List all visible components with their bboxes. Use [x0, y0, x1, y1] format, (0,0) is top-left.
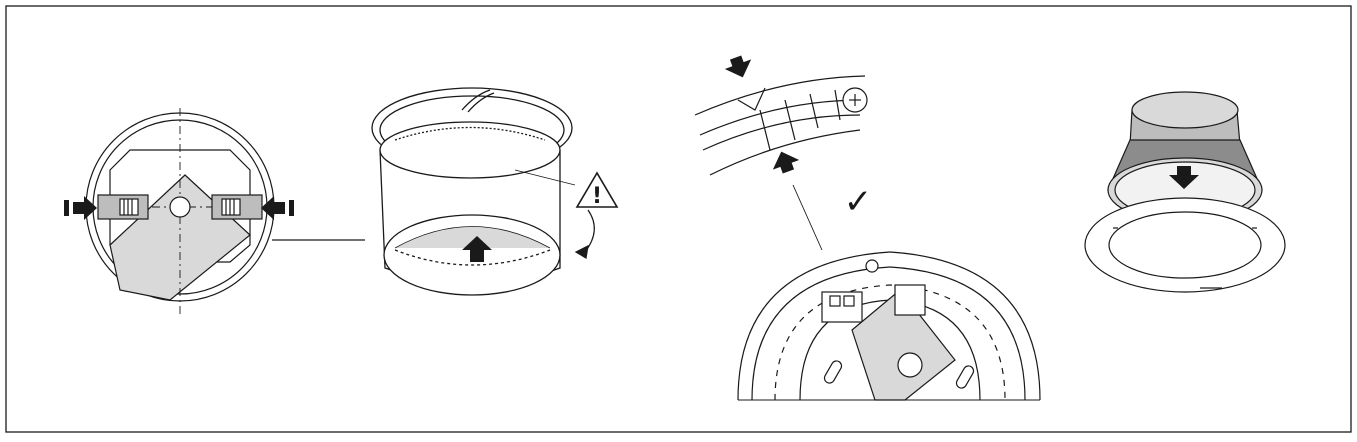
panel-step-2 [371, 87, 576, 296]
bar-left-icon [64, 200, 69, 216]
fitted-center-hole [897, 352, 923, 378]
arrow-up-icon [462, 236, 492, 262]
notch [737, 87, 766, 111]
rotation-arrow-icon [574, 209, 595, 259]
bar-right-icon [289, 200, 294, 216]
arrow-down-trim-icon [1169, 166, 1199, 189]
arrow-up-detail-icon [772, 151, 800, 174]
cylinder-top [379, 121, 561, 179]
fitted-label-plate [851, 289, 956, 401]
arrow-in-left-icon [73, 196, 97, 220]
fitted-clip [894, 284, 926, 316]
warning-triangle-icon: ! [575, 171, 619, 209]
panel-step-1 [80, 108, 280, 318]
arrow-in-right-icon [261, 196, 285, 220]
panel-step-4 [1084, 91, 1286, 293]
fitted-ring-teeth [774, 284, 1006, 401]
trim-ring-inner [1108, 211, 1262, 279]
center-hole [169, 196, 191, 218]
warning-symbol: ! [592, 184, 602, 209]
press-arrows [64, 196, 294, 220]
left-clip-screw [119, 198, 139, 216]
cylinder-teeth [394, 126, 546, 141]
fitted-ring-inner [751, 266, 1026, 401]
cable [461, 89, 491, 111]
leader-line-2 [514, 169, 576, 186]
terminal-block [821, 291, 863, 323]
detail-inner-edge [709, 129, 861, 176]
figure-border [5, 5, 1352, 433]
fitted-ring-outer [737, 251, 1041, 401]
right-clip-screw [221, 198, 241, 216]
arrow-down-icon [724, 55, 752, 78]
leader-line-3 [792, 184, 823, 251]
detail-outer-edge [694, 75, 866, 116]
panel-step-3 [694, 75, 1041, 401]
check-mark-icon: ✓ [844, 182, 873, 222]
